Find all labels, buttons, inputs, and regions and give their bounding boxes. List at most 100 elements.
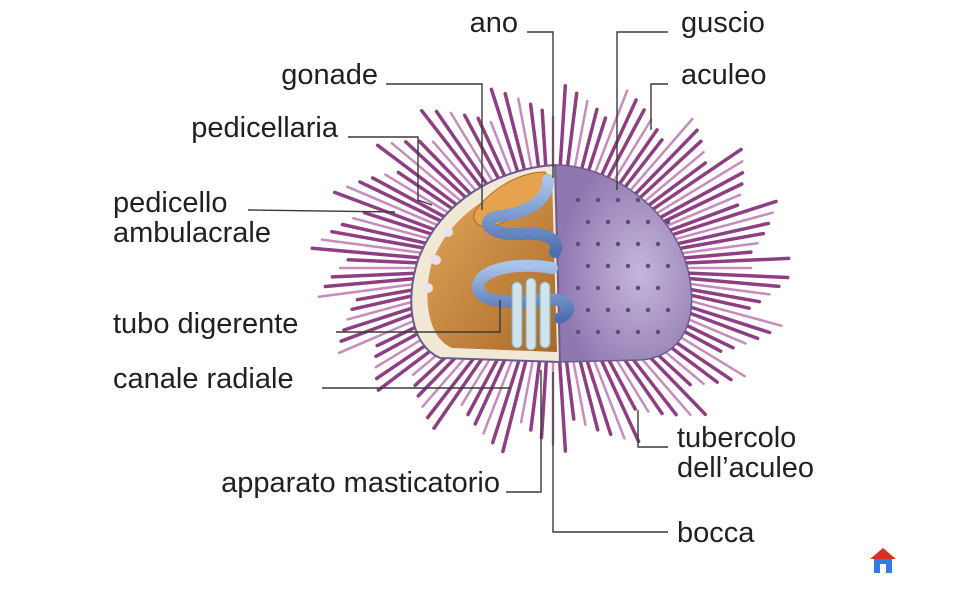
spine-tubercle xyxy=(605,219,611,225)
spine xyxy=(636,139,703,202)
spine xyxy=(419,108,486,193)
spine-tubercle xyxy=(615,285,621,291)
spine xyxy=(352,216,434,241)
spine xyxy=(330,271,428,279)
spine xyxy=(539,358,549,440)
spine xyxy=(564,357,576,421)
label-tubercolo-line2: dell’aculeo xyxy=(677,452,814,484)
lantern xyxy=(511,277,551,351)
label-pedicello-line1: pedicello xyxy=(113,187,227,219)
spine xyxy=(503,91,529,180)
spine xyxy=(631,128,699,199)
spine xyxy=(677,275,781,289)
spine-tubercle xyxy=(645,263,651,269)
spine xyxy=(449,111,497,188)
spine xyxy=(645,161,708,209)
spine-tubercle xyxy=(625,219,631,225)
spine xyxy=(672,211,774,241)
spine-tubercle xyxy=(575,241,581,247)
spine xyxy=(590,354,626,440)
spine xyxy=(417,139,475,199)
spine xyxy=(340,222,433,246)
spine-tubercle xyxy=(665,219,671,225)
spine-tubercle xyxy=(575,329,581,335)
spine xyxy=(529,357,542,432)
spine xyxy=(501,356,529,454)
spine xyxy=(584,116,608,181)
spine-tubercle xyxy=(615,197,621,203)
label-apparato-masticatorio: apparato masticatorio xyxy=(221,467,500,499)
spine xyxy=(346,258,428,265)
spine xyxy=(590,89,629,182)
spine xyxy=(667,203,740,233)
spine xyxy=(649,147,743,212)
spine xyxy=(602,350,637,411)
leader-lines xyxy=(247,31,668,533)
label-canale-radiale: canale radiale xyxy=(113,363,294,395)
spine xyxy=(320,238,429,255)
spine-tubercle xyxy=(605,307,611,313)
spine xyxy=(317,281,429,299)
spine-tubercle xyxy=(635,241,641,247)
spine xyxy=(577,107,599,180)
spine xyxy=(571,99,589,179)
spine xyxy=(678,256,791,265)
label-aculeo: aculeo xyxy=(681,59,766,91)
spine xyxy=(626,117,694,195)
label-guscio: guscio xyxy=(681,7,765,39)
spine-tubercle xyxy=(635,285,641,291)
spine xyxy=(528,102,542,179)
spine xyxy=(675,231,766,251)
shell-plates xyxy=(575,197,671,335)
spine xyxy=(466,350,504,417)
home-icon[interactable] xyxy=(868,546,898,576)
spine-tubercle xyxy=(585,263,591,269)
spine xyxy=(620,138,664,193)
spine-tubercle xyxy=(645,219,651,225)
spine xyxy=(557,84,568,178)
spine xyxy=(476,116,510,184)
spine xyxy=(462,113,504,186)
spine xyxy=(677,241,759,255)
spine-tubercle xyxy=(655,241,661,247)
spine xyxy=(677,281,771,296)
spine xyxy=(678,271,790,280)
spine xyxy=(330,229,431,251)
spine xyxy=(517,97,535,179)
spine xyxy=(577,356,600,432)
spine xyxy=(490,355,522,445)
spine-tubercle xyxy=(625,263,631,269)
label-ano: ano xyxy=(470,7,518,39)
spine xyxy=(673,221,771,246)
spine xyxy=(654,160,744,216)
spine-tubercle xyxy=(655,285,661,291)
spine xyxy=(358,180,445,224)
spine-tubercle xyxy=(645,307,651,313)
spine xyxy=(641,150,705,205)
urchin-interior xyxy=(410,163,575,364)
spine xyxy=(404,140,470,202)
spine-tubercle xyxy=(635,329,641,335)
spine xyxy=(370,176,449,220)
spine xyxy=(482,354,516,435)
spine xyxy=(661,182,744,224)
spine-tubercle xyxy=(665,263,671,269)
label-tubercolo-line1: tubercolo xyxy=(677,422,796,454)
spine-tubercle xyxy=(615,241,621,247)
label-bocca: bocca xyxy=(677,517,755,549)
spine xyxy=(434,109,492,191)
spine xyxy=(557,358,568,453)
spine-tubercle xyxy=(575,197,581,203)
spine xyxy=(323,275,429,289)
spine-tubercle xyxy=(635,197,641,203)
spine xyxy=(596,352,641,444)
label-pedicello-line2: ambulacrale xyxy=(113,217,271,249)
spine xyxy=(571,357,587,426)
spine xyxy=(362,210,437,237)
spine-tubercle xyxy=(575,285,581,291)
spine xyxy=(310,246,429,261)
label-pedicellaria: pedicellaria xyxy=(191,112,339,144)
spine xyxy=(677,250,753,261)
spine xyxy=(657,171,745,220)
spine-tubercle xyxy=(585,219,591,225)
